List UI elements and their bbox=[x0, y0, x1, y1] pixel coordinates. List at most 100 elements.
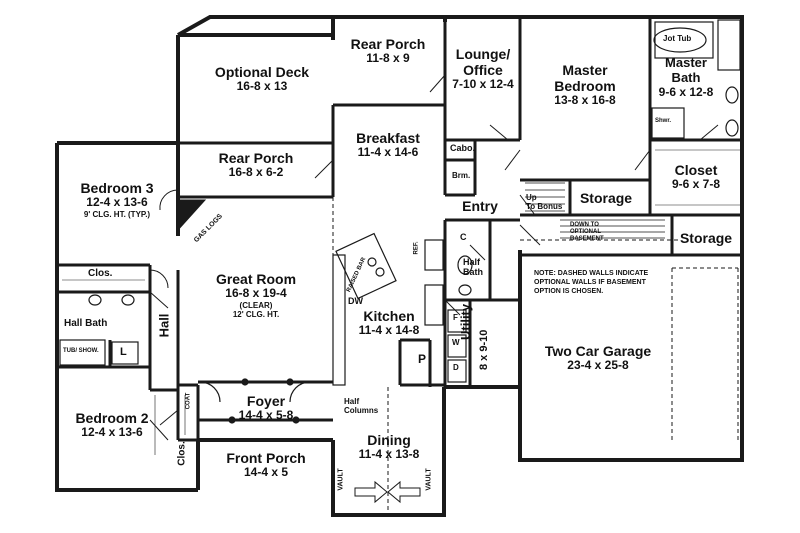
utility-dims: 8 x 9-10 bbox=[478, 329, 490, 370]
burner bbox=[375, 267, 385, 277]
stairs bbox=[525, 182, 565, 212]
pantry-label: P bbox=[418, 352, 427, 366]
room-rear-porch-top: Rear Porch 11-8 x 9 bbox=[351, 36, 426, 66]
closet-upper-label: Clos. bbox=[88, 268, 113, 279]
room-name: Rear Porch bbox=[350, 36, 426, 52]
range bbox=[424, 284, 444, 326]
room-great-room: Great Room 16-8 x 19-4 (CLEAR) 12' CLG. … bbox=[216, 271, 296, 319]
room-master-bedroom: Master Bedroom 13-8 x 16-8 bbox=[554, 62, 615, 108]
toilet-area bbox=[717, 19, 741, 71]
basement-stairs-label: DOWN TO OPTIONAL BASEMENT bbox=[570, 222, 604, 242]
broom-label: Brm. bbox=[452, 171, 471, 180]
door-swing bbox=[289, 381, 311, 403]
sink bbox=[725, 119, 739, 137]
room-kitchen: Kitchen 11-4 x 14-8 bbox=[359, 308, 420, 338]
door-swing bbox=[504, 149, 521, 171]
room-breakfast: Breakfast 11-4 x 14-6 bbox=[356, 130, 420, 160]
burner bbox=[367, 257, 377, 267]
room-dining: Dining 11-4 x 13-8 bbox=[359, 432, 420, 462]
kitchen-counter bbox=[332, 254, 346, 386]
entry-label: Entry bbox=[462, 198, 498, 214]
toilet bbox=[457, 255, 473, 275]
room-clear: (CLEAR) bbox=[239, 300, 273, 310]
room-bedroom-3: Bedroom 3 12-4 x 13-6 9' CLG. HT. (TYP.) bbox=[80, 180, 153, 219]
door-swing bbox=[634, 149, 651, 171]
exterior-wall bbox=[176, 15, 333, 143]
door-swing bbox=[159, 409, 179, 426]
door-swing bbox=[519, 224, 541, 246]
tub-shower-label: TUB/ SHOW. bbox=[63, 348, 99, 354]
washer-box bbox=[447, 309, 467, 333]
washer-label: W bbox=[452, 338, 460, 347]
dishwasher-label: DW bbox=[348, 296, 363, 306]
door-swing bbox=[469, 244, 486, 261]
sink bbox=[121, 294, 135, 306]
freezer-label: F bbox=[453, 313, 458, 322]
room-closet-master: Closet 9-6 x 7-8 bbox=[672, 162, 720, 192]
sink bbox=[725, 86, 739, 104]
room-dims: 11-4 x 14-6 bbox=[357, 145, 419, 160]
dryer-box bbox=[447, 359, 467, 383]
coat-closet-label: COAT bbox=[185, 392, 192, 410]
vault-right-label: VAULT bbox=[425, 468, 433, 491]
door-swing bbox=[314, 159, 334, 179]
tub-frame bbox=[654, 21, 714, 59]
room-dims: 12-4 x 13-6 bbox=[86, 195, 148, 210]
door-swing bbox=[149, 419, 169, 441]
room-dims: 16-8 x 13 bbox=[236, 79, 288, 94]
utility-label: Utility bbox=[458, 304, 473, 340]
sink-island bbox=[335, 232, 397, 300]
refrigerator-label: REF. bbox=[413, 241, 420, 255]
room-name: Front Porch bbox=[226, 450, 306, 466]
room-name: Foyer bbox=[246, 393, 286, 409]
storage-upper-label: Storage bbox=[579, 190, 633, 206]
room-dims: 12-4 x 13-6 bbox=[81, 425, 143, 440]
room-dims: 13-8 x 16-8 bbox=[554, 93, 616, 108]
garage-note: NOTE: DASHED WALLS INDICATE OPTIONAL WAL… bbox=[534, 270, 649, 295]
half-columns-label: Half Columns bbox=[344, 397, 379, 416]
room-dims: 14-4 x 5 bbox=[243, 465, 289, 480]
room-note: 9' CLG. HT. (TYP.) bbox=[83, 209, 151, 219]
room-name: Master Bedroom bbox=[554, 62, 616, 95]
room-front-porch: Front Porch 14-4 x 5 bbox=[226, 450, 305, 480]
door-swing bbox=[444, 299, 461, 316]
room-dims: 11-4 x 14-8 bbox=[358, 323, 420, 338]
column bbox=[292, 416, 300, 424]
room-dims: 16-8 x 19-4 bbox=[225, 286, 287, 301]
up-to-bonus-label: Up To Bonus bbox=[526, 193, 563, 211]
door-swing bbox=[149, 291, 169, 309]
door-swing bbox=[699, 124, 719, 141]
room-name: Great Room bbox=[215, 271, 297, 287]
room-name: Bedroom 2 bbox=[75, 410, 149, 426]
room-name: Rear Porch bbox=[218, 150, 294, 166]
room-rear-porch-mid: Rear Porch 16-8 x 6-2 bbox=[219, 150, 294, 180]
vault-arrow bbox=[354, 480, 388, 504]
tub-shape bbox=[59, 339, 106, 366]
room-dims: 9-6 x 12-8 bbox=[658, 84, 714, 99]
room-name: Utility bbox=[458, 303, 473, 340]
linen-label: L bbox=[120, 346, 127, 358]
shower-label: Shwr. bbox=[655, 118, 672, 124]
door-swing bbox=[159, 189, 179, 211]
hall-bath-label: Hall Bath bbox=[64, 318, 108, 329]
room-master-bath: Master Bath 9-6 x 12-8 bbox=[658, 55, 714, 100]
room-dims: 23-4 x 25-8 bbox=[567, 358, 629, 373]
column bbox=[286, 378, 294, 386]
room-name: Bedroom 3 bbox=[80, 180, 154, 196]
half-bath-label: Half Bath bbox=[463, 257, 483, 277]
dryer-label: D bbox=[453, 363, 459, 372]
closet-lower-label: Clos. bbox=[176, 441, 188, 466]
room-name: Lounge/ Office bbox=[455, 46, 511, 79]
room-name: Dining bbox=[367, 432, 411, 448]
room-optional-deck: Optional Deck 16-8 x 13 bbox=[215, 64, 309, 94]
vault-left-label: VAULT bbox=[337, 468, 345, 491]
dryer-box bbox=[447, 334, 467, 358]
room-two-car-garage: Two Car Garage 23-4 x 25-8 bbox=[545, 343, 651, 373]
column bbox=[228, 416, 236, 424]
cabinet-label: Cabo. bbox=[450, 143, 476, 153]
room-dims: 16-8 x 6-2 bbox=[228, 165, 284, 180]
room-name: Master Bath bbox=[665, 55, 707, 85]
stairs bbox=[560, 219, 665, 239]
